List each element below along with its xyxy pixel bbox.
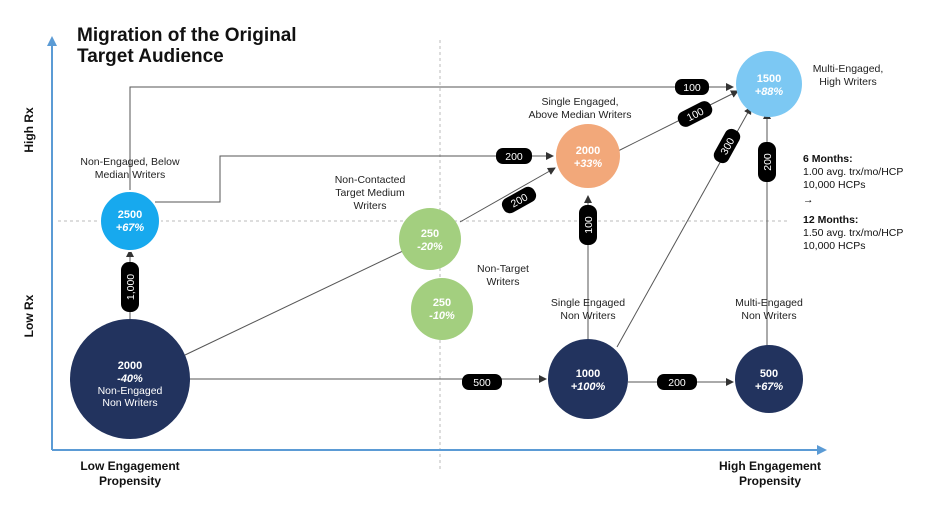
flow-500-label: 500 (473, 377, 491, 389)
circle-nontarget (411, 278, 473, 340)
multi-nonwriters-value: 500 (760, 368, 778, 380)
connector-200-diag (459, 167, 556, 223)
single-nonwriters-label1: Single Engaged (551, 297, 625, 309)
chart-title-line2: Target Audience (77, 46, 224, 67)
multi-nonwriters-label2: Non Writers (741, 310, 796, 322)
flow-badge-500: 500 (462, 374, 502, 390)
six-months-line1: 1.00 avg. trx/mo/HCP (803, 166, 903, 178)
connector-to-noncontacted (184, 249, 406, 356)
twelve-months-line1: 1.50 avg. trx/mo/HCP (803, 227, 903, 239)
circle-multi-high (736, 51, 802, 117)
circle-nonengaged-nonwriters (70, 319, 190, 439)
nonengaged-below-value: 2500 (118, 209, 142, 221)
nontarget-label2: Writers (486, 276, 519, 288)
noncontacted-change: -20% (417, 241, 443, 253)
circle-single-above (556, 124, 620, 188)
flow-1000-label: 1,000 (125, 274, 137, 300)
noncontacted-label2: Target Medium (335, 187, 405, 199)
x-axis-low-label-line2: Propensity (99, 474, 161, 488)
flow-100-vert-label: 100 (583, 216, 595, 234)
flow-badge-200-bottom: 200 (657, 374, 697, 390)
six-months-title: 6 Months: (803, 153, 853, 165)
connector-to-multi-high-top (129, 83, 734, 210)
nonengaged-below-label2: Median Writers (95, 169, 165, 181)
nontarget-value: 250 (433, 297, 451, 309)
nonengaged-nonwriters-sub1: Non-Engaged (98, 385, 163, 397)
flow-badge-200-diag: 200 (501, 186, 537, 214)
flow-badge-100-diag: 100 (677, 101, 713, 127)
multi-high-value: 1500 (757, 73, 781, 85)
six-months-line2: 10,000 HCPs (803, 179, 865, 191)
nonengaged-nonwriters-sub2: Non Writers (102, 397, 157, 409)
single-above-label2: Above Median Writers (528, 109, 631, 121)
flow-badge-1000: 1,000 (121, 262, 139, 312)
flow-badge-300: 300 (713, 128, 741, 164)
noncontacted-value: 250 (421, 228, 439, 240)
connector-100-diag (615, 90, 739, 153)
flow-100-top-label: 100 (683, 82, 701, 94)
flow-200-bottom-label: 200 (668, 377, 686, 389)
multi-high-label1: Multi-Engaged, (813, 63, 884, 75)
circle-multi-nonwriters (735, 345, 803, 413)
side-note: 6 Months: 1.00 avg. trx/mo/HCP 10,000 HC… (803, 153, 903, 252)
nontarget-label1: Non-Target (477, 263, 529, 275)
nonengaged-nonwriters-change: -40% (117, 373, 143, 385)
nonengaged-nonwriters-value: 2000 (118, 360, 142, 372)
single-nonwriters-label2: Non Writers (560, 310, 615, 322)
x-axis-high-label-line1: High Engagement (719, 459, 821, 473)
twelve-months-title: 12 Months: (803, 214, 858, 226)
flow-badge-100-top: 100 (675, 79, 709, 95)
right-arrow-icon: → (803, 194, 814, 206)
multi-nonwriters-label1: Multi-Engaged (735, 297, 803, 309)
x-axis-high-label-line2: Propensity (739, 474, 801, 488)
y-axis-high-label: High Rx (22, 107, 36, 153)
circle-noncontacted (399, 208, 461, 270)
nonengaged-below-change: +67% (116, 222, 145, 234)
flow-200-vert-label: 200 (762, 153, 774, 171)
chart-title-line1: Migration of the Original (77, 25, 297, 46)
single-above-value: 2000 (576, 145, 600, 157)
y-axis-low-label: Low Rx (22, 294, 36, 337)
nonengaged-below-label1: Non-Engaged, Below (80, 156, 180, 168)
multi-high-change: +88% (755, 86, 784, 98)
multi-nonwriters-change: +67% (755, 381, 784, 393)
single-above-change: +33% (574, 158, 603, 170)
flow-badge-200-vert: 200 (758, 142, 776, 182)
circle-single-nonwriters (548, 339, 628, 419)
single-nonwriters-value: 1000 (576, 368, 600, 380)
noncontacted-label1: Non-Contacted (335, 174, 406, 186)
circle-nonengaged-below (99, 190, 161, 252)
single-above-label1: Single Engaged, (541, 96, 618, 108)
single-nonwriters-change: +100% (571, 381, 606, 393)
multi-high-label2: High Writers (819, 76, 877, 88)
connector-to-single-above-top (155, 152, 554, 203)
noncontacted-label3: Writers (353, 200, 386, 212)
flow-200-top-label: 200 (505, 151, 523, 163)
nontarget-change: -10% (429, 310, 455, 322)
twelve-months-line2: 10,000 HCPs (803, 240, 865, 252)
flow-badge-100-vert: 100 (579, 205, 597, 245)
x-axis-low-label-line1: Low Engagement (80, 459, 179, 473)
flow-badge-200-top: 200 (496, 148, 532, 164)
